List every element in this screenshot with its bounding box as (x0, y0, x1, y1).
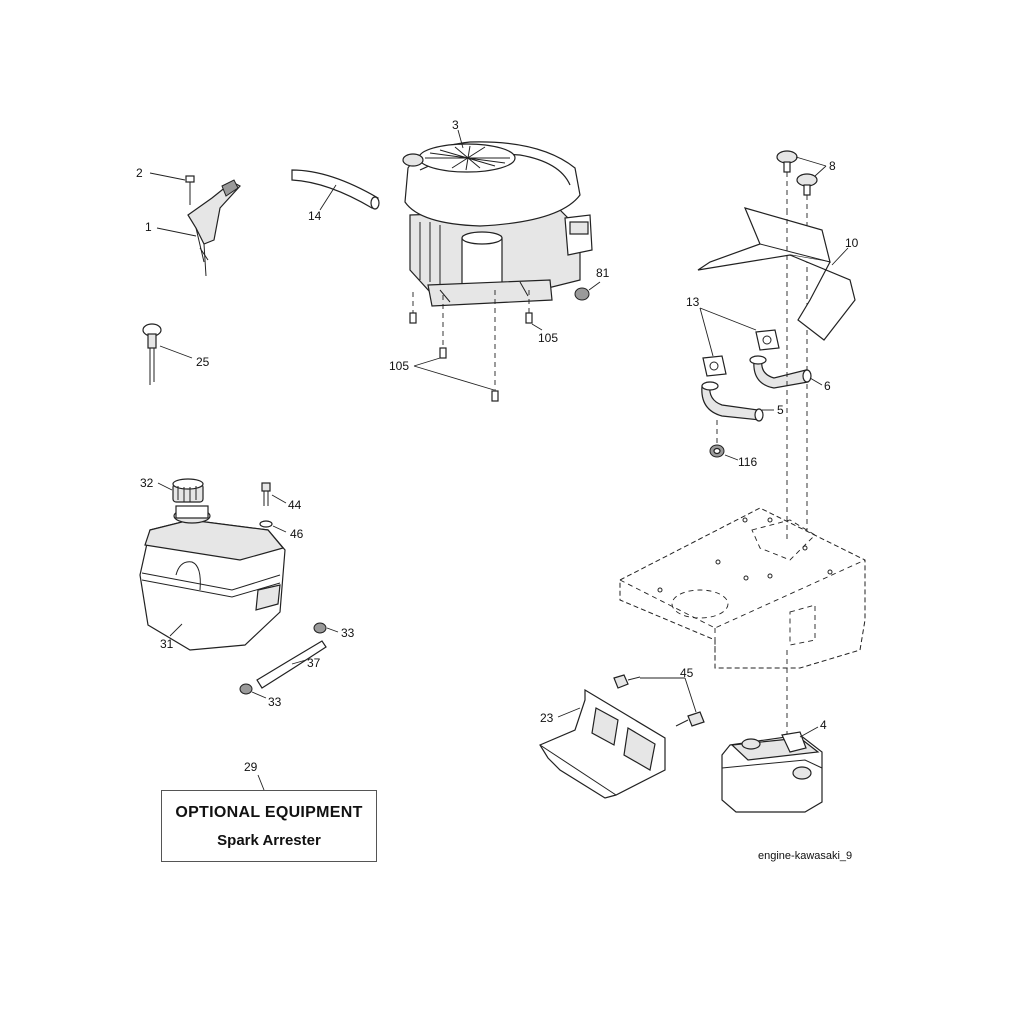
callout-1: 1 (145, 220, 152, 234)
dipstick (142, 323, 162, 385)
callout-10: 10 (845, 236, 859, 250)
callout-25: 25 (196, 355, 210, 369)
tank-bolt-washer (259, 482, 273, 528)
part-116-nut (709, 420, 725, 458)
optional-equipment-title: OPTIONAL EQUIPMENT (175, 804, 363, 821)
fuel-cap (172, 478, 204, 503)
fuel-tank (139, 505, 286, 651)
muffler-deflector-knobs (776, 150, 818, 540)
callout-33-bottom: 33 (268, 695, 282, 709)
optional-equipment-box: OPTIONAL EQUIPMENT Spark Arrester (161, 790, 377, 862)
muffler (721, 731, 823, 813)
callout-33-top: 33 (341, 626, 355, 640)
throttle-control-assembly (185, 175, 241, 277)
callout-32: 32 (140, 476, 154, 490)
callout-14: 14 (308, 209, 322, 223)
callout-37: 37 (307, 656, 321, 670)
heat-shield-bolts (613, 674, 705, 727)
tractor-frame (619, 210, 866, 735)
fuel-line-clamps (239, 622, 327, 695)
callout-116: 116 (738, 455, 757, 469)
callout-31: 31 (160, 637, 174, 651)
callout-81: 81 (596, 266, 610, 280)
part-81-nut (574, 287, 590, 301)
callout-3: 3 (452, 118, 459, 132)
breather-hose (291, 169, 380, 210)
callout-29: 29 (244, 760, 258, 774)
callout-105-right: 105 (538, 331, 558, 345)
exhaust-gaskets-pipes (701, 329, 812, 422)
callout-13: 13 (686, 295, 700, 309)
callout-8: 8 (829, 159, 836, 173)
figure-id: engine-kawasaki_9 (758, 850, 853, 862)
callout-46: 46 (290, 527, 304, 541)
callout-105-left: 105 (389, 359, 409, 373)
callout-5: 5 (777, 403, 784, 417)
spark-arrester-label: Spark Arrester (217, 832, 321, 849)
engine (402, 141, 593, 307)
callout-6: 6 (824, 379, 831, 393)
callout-44: 44 (288, 498, 302, 512)
callout-23: 23 (540, 711, 554, 725)
engine-mount-bolts (409, 290, 533, 402)
callout-2: 2 (136, 166, 143, 180)
callout-45: 45 (680, 666, 694, 680)
callout-4: 4 (820, 718, 827, 732)
exhaust-deflector (697, 207, 856, 341)
heat-shield (539, 688, 666, 799)
